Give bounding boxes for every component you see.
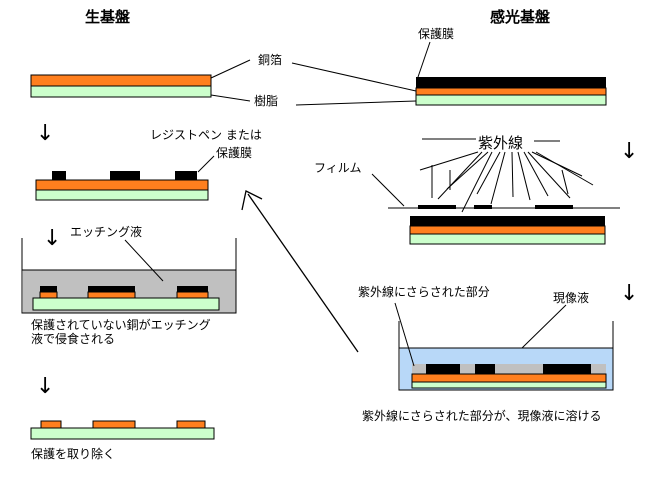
- transfer-arrow: [247, 193, 359, 353]
- film-leader-line: [371, 173, 405, 207]
- foil-to-photo-line: [291, 62, 417, 92]
- developer-tank-wall: [398, 321, 614, 391]
- etch-copper-trace: [39, 291, 58, 299]
- resin-to-photo-line: [295, 100, 417, 106]
- resist-label-line2: 保護膜: [216, 145, 252, 160]
- etching-tank: [21, 238, 237, 314]
- film-mask-pad: [474, 205, 492, 209]
- uv-ray: [527, 151, 571, 199]
- protect-label: 保護膜: [418, 26, 454, 41]
- resist-board-copper: [35, 179, 209, 191]
- exposed-board: [409, 216, 606, 245]
- film-mask: [418, 205, 573, 209]
- etch-resist-pad: [177, 286, 208, 292]
- left-title: 生基盤: [85, 8, 131, 26]
- finished-copper-trace: [92, 420, 136, 429]
- dev-resist-pad: [475, 364, 495, 374]
- dev-resist-pad: [426, 364, 460, 374]
- exposed-label: 紫外線にさらされた部分: [358, 284, 490, 299]
- uv-ray: [446, 151, 489, 190]
- down-arrow-icon: ↓: [620, 281, 638, 306]
- protect-leader-line: [417, 41, 431, 78]
- uv-ray: [461, 151, 493, 213]
- down-arrow-icon: ↓: [43, 226, 61, 251]
- uv-rays: [419, 151, 594, 213]
- uv-label: 紫外線: [478, 134, 523, 152]
- exposed-leader-line: [394, 302, 415, 367]
- resin-label: 樹脂: [254, 93, 278, 108]
- etch-resist-pad: [40, 286, 57, 292]
- uv-ray: [476, 151, 501, 195]
- raw-resin-layer: [30, 85, 212, 98]
- uv-ray: [561, 169, 569, 195]
- developer-label: 現像液: [553, 290, 589, 305]
- finished-resin: [30, 427, 215, 440]
- etch-copper-trace: [87, 291, 136, 299]
- photo-board: [415, 77, 607, 106]
- film-label: フィルム: [314, 161, 362, 175]
- uv-ray: [523, 151, 549, 197]
- resin-leader-line: [210, 94, 251, 102]
- transfer-arrow-head-icon: [241, 190, 263, 211]
- resist-board: [35, 171, 209, 201]
- etch-copper-trace: [176, 291, 209, 299]
- finished-copper-trace: [176, 420, 206, 429]
- dev-copper-layer: [411, 373, 607, 383]
- etch-caption-line2: 液で侵食される: [31, 331, 115, 346]
- resist-leader-line: [197, 155, 215, 173]
- right-title: 感光基盤: [490, 8, 551, 26]
- remove-caption: 保護を取り除く: [31, 446, 115, 461]
- photo-protect-layer: [416, 77, 606, 88]
- dev-resist-pad: [543, 364, 591, 374]
- etch-board-resin: [32, 297, 220, 311]
- developer-leader-line: [521, 304, 567, 349]
- etch-resist-pad: [88, 286, 135, 292]
- foil-leader-line: [210, 59, 251, 79]
- resist-pad: [52, 171, 66, 180]
- resist-pad: [110, 171, 140, 180]
- etchant-leader-line: [124, 239, 164, 282]
- down-arrow-icon: ↓: [620, 139, 638, 164]
- photo-copper-layer: [415, 87, 607, 96]
- developer-caption: 紫外線にさらされた部分が、現像液に溶ける: [362, 408, 602, 423]
- uv-ray: [437, 151, 483, 200]
- film-mask-pad: [535, 205, 573, 209]
- dissolved-area: [412, 364, 606, 374]
- developer-tank: [398, 321, 614, 391]
- etch-caption-line1: 保護されていない銅がエッチング: [31, 317, 211, 332]
- exposed-copper-layer: [409, 225, 606, 235]
- exposed-resin-layer: [409, 233, 606, 245]
- finished-board: [30, 420, 215, 440]
- etching-tank-wall: [21, 238, 237, 314]
- resist-board-resin: [35, 189, 209, 201]
- finished-copper-trace: [40, 420, 62, 429]
- uv-ray: [490, 151, 506, 205]
- film-mask-pad: [418, 205, 456, 209]
- down-arrow-icon: ↓: [36, 121, 54, 146]
- resist-label-line1: レジストペン または: [150, 128, 262, 142]
- etchant-label: エッチング液: [70, 224, 142, 239]
- dev-resin-layer: [411, 381, 607, 389]
- raw-board: [30, 74, 212, 98]
- uv-ray: [419, 151, 479, 171]
- raw-copper-layer: [30, 74, 212, 87]
- down-arrow-icon: ↓: [36, 374, 54, 399]
- resist-pad: [175, 171, 197, 180]
- photo-resin-layer: [415, 94, 607, 106]
- uv-ray: [511, 151, 514, 198]
- uv-ray: [535, 151, 594, 186]
- exposed-protect-layer: [410, 216, 605, 226]
- uv-ray: [517, 151, 531, 201]
- foil-label: 銅箔: [258, 52, 282, 67]
